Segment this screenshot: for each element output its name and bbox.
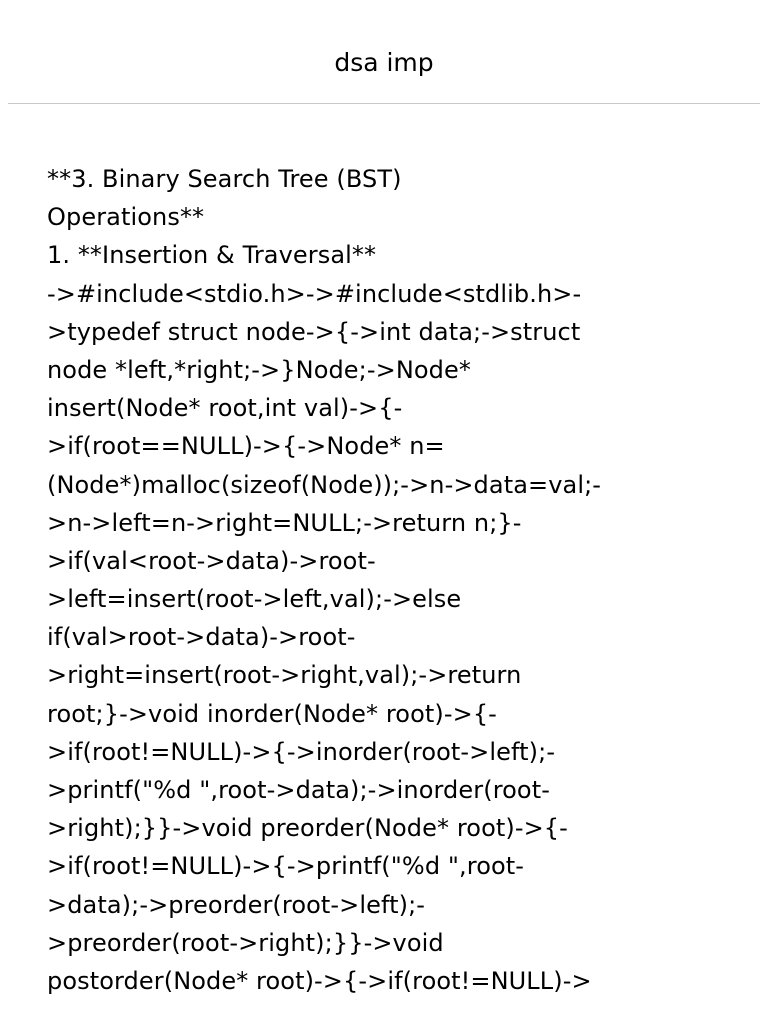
note-line: >right=insert(root->right,val);->return bbox=[47, 661, 522, 690]
note-line: node *left,*right;->}Node;->Node* bbox=[47, 355, 471, 384]
note-line: >n->left=n->right=NULL;->return n;}- bbox=[47, 508, 522, 537]
note-title: dsa imp bbox=[334, 48, 434, 77]
note-line: if(val>root->data)->root- bbox=[47, 623, 356, 652]
note-line: >typedef struct node->{->int data;->stru… bbox=[47, 317, 581, 346]
note-line: >left=insert(root->left,val);->else bbox=[47, 585, 462, 614]
note-line: >if(root!=NULL)->{->printf("%d ",root- bbox=[47, 852, 525, 881]
note-line: (Node*)malloc(sizeof(Node));->n->data=va… bbox=[47, 470, 602, 499]
note-line: >printf("%d ",root->data);->inorder(root… bbox=[47, 776, 550, 804]
note-line: ->#include<stdio.h>->#include<stdlib.h>- bbox=[47, 279, 582, 308]
note-line: >preorder(root->right);}}->void bbox=[47, 928, 444, 957]
note-line: root;}->void inorder(Node* root)->{- bbox=[47, 699, 497, 728]
note-line: >if(root!=NULL)->{->inorder(root->left);… bbox=[47, 737, 556, 766]
header-divider bbox=[8, 103, 760, 104]
note-header: dsa imp bbox=[0, 0, 768, 104]
note-line: insert(Node* root,int val)->{- bbox=[47, 394, 403, 423]
note-line: postorder(Node* root)->{->if(root!=NULL)… bbox=[47, 966, 592, 995]
note-body: **3. Binary Search Tree (BST) Operations… bbox=[47, 160, 737, 1000]
note-line: Operations** bbox=[47, 203, 205, 232]
note-line: 1. **Insertion & Traversal** bbox=[47, 241, 377, 270]
note-line: **3. Binary Search Tree (BST) bbox=[47, 165, 402, 193]
note-line: >if(val<root->data)->root- bbox=[47, 546, 376, 575]
note-line: >right);}}->void preorder(Node* root)->{… bbox=[47, 814, 568, 843]
note-line: >data);->preorder(root->left);- bbox=[47, 890, 426, 919]
note-line: >if(root==NULL)->{->Node* n= bbox=[47, 432, 445, 461]
